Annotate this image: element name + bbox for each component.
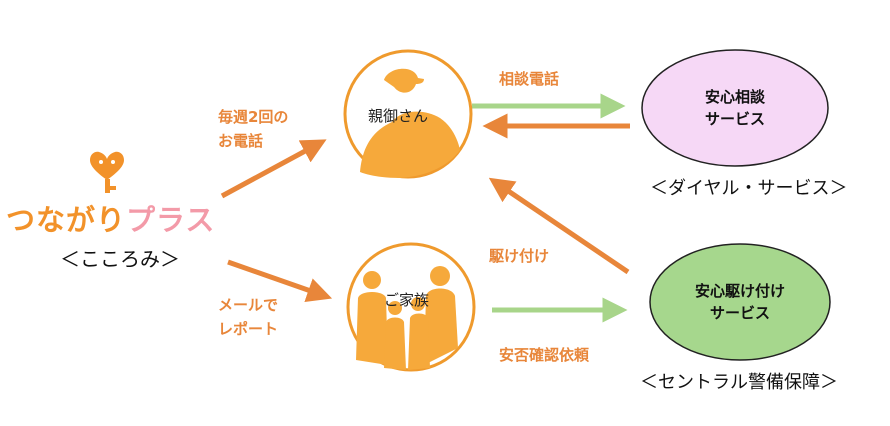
rush-line1: 安心駆け付け (694, 282, 785, 300)
family-label: ご家族 (384, 291, 430, 309)
label-weekly-call-2: お電話 (218, 132, 264, 150)
logo-subtitle: ＜こころみ＞ (60, 247, 180, 271)
label-mail-2: レポート (218, 320, 279, 338)
family-group-icon (356, 266, 458, 370)
consult-line1: 安心相談 (704, 88, 765, 106)
rush-service-text: 安心駆け付け サービス (660, 280, 820, 324)
rush-caption: ＜セントラル警備保障＞ (640, 372, 838, 393)
parent-node (343, 49, 473, 179)
consult-line2: サービス (704, 110, 765, 128)
logo-part1: つながり (6, 203, 127, 237)
arrow-rush (488, 177, 630, 275)
consult-service-text: 安心相談 サービス (655, 86, 815, 130)
label-mail-1: メールで (218, 296, 279, 314)
arrow-weekly-call (220, 139, 327, 199)
consult-service-oval (641, 49, 829, 167)
label-consult-call: 相談電話 (499, 70, 560, 88)
elderly-person-icon (360, 68, 460, 178)
label-rush: 駆け付け (489, 247, 550, 265)
arrow-mail-report (227, 259, 333, 303)
parent-label: 親御さん (368, 107, 429, 125)
label-weekly-call-1: 毎週2回の (218, 108, 289, 126)
rush-line2: サービス (709, 304, 770, 322)
logo-wordmark: つながりプラス (6, 197, 215, 239)
consult-caption: ＜ダイヤル・サービス＞ (650, 178, 848, 199)
logo-part2: プラス (126, 203, 216, 237)
family-node (346, 242, 476, 372)
label-safety-check: 安否確認依頼 (499, 346, 590, 364)
rush-service-oval (649, 243, 831, 361)
heart-key-icon (90, 151, 124, 193)
